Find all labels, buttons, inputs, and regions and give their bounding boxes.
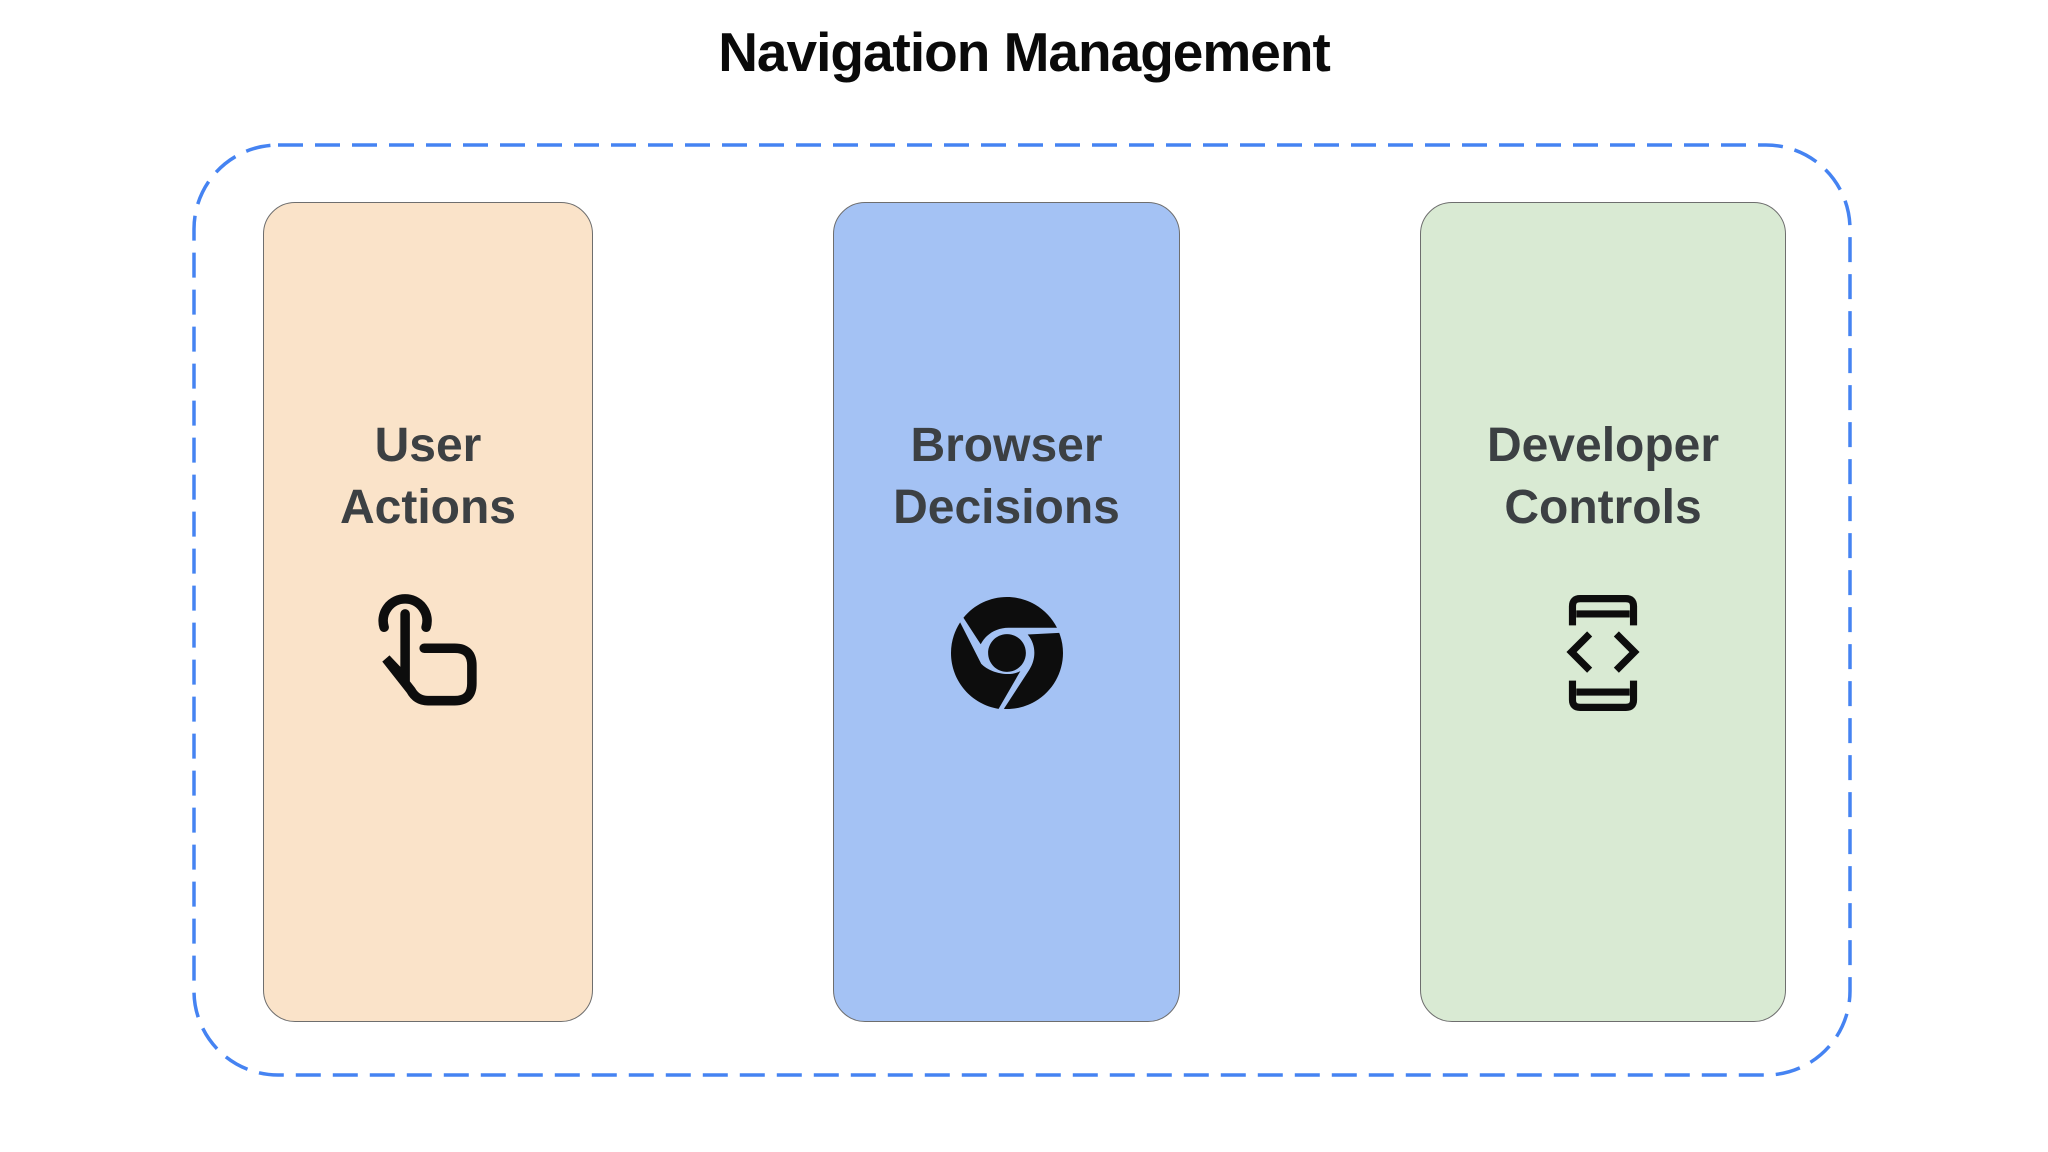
dashed-group-frame <box>192 143 1852 1077</box>
card-browser-decisions: Browser Decisions <box>833 202 1180 1022</box>
chrome-browser-icon <box>950 588 1063 718</box>
card-user-actions-label: User Actions <box>339 419 516 535</box>
card-user-actions: User Actions <box>263 202 593 1022</box>
developer-mode-icon <box>1557 588 1649 718</box>
card-browser-decisions-label: Browser Decisions <box>893 419 1120 535</box>
tap-gesture-icon <box>365 588 491 718</box>
card-developer-controls-label: Developer Controls <box>1486 419 1720 535</box>
diagram-title: Navigation Management <box>718 21 1331 83</box>
card-developer-controls: Developer Controls <box>1420 202 1786 1022</box>
dashed-border-rect <box>192 143 1852 1077</box>
